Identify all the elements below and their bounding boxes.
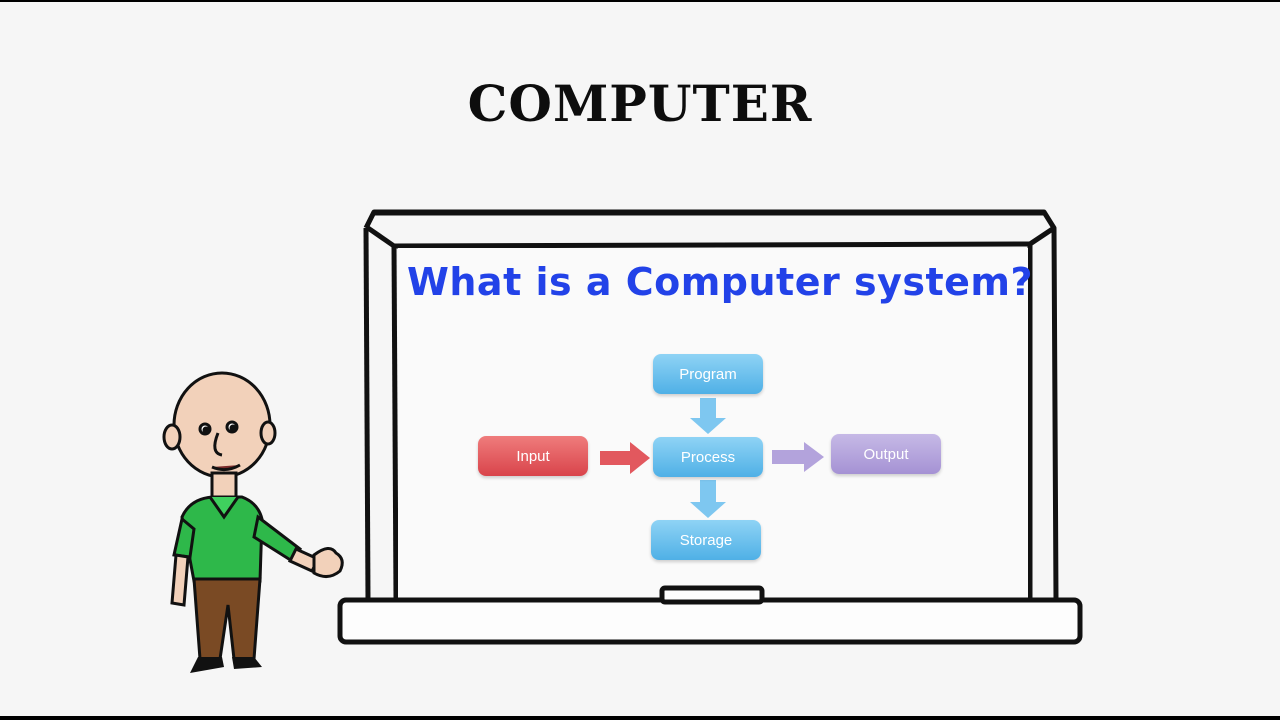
eraser-slot bbox=[659, 585, 765, 605]
diagram-arrows bbox=[600, 398, 824, 518]
storage-node: Storage bbox=[651, 520, 761, 560]
output-node: Output bbox=[831, 434, 941, 474]
board-title: What is a Computer system? bbox=[406, 260, 1034, 304]
presenter-hand bbox=[287, 547, 344, 578]
presenter-pants bbox=[192, 577, 262, 661]
whiteboard-frame bbox=[363, 209, 1059, 601]
page-title: COMPUTER bbox=[467, 74, 813, 133]
arrow-process-output bbox=[772, 442, 824, 472]
arrow-input-process bbox=[600, 442, 650, 474]
program-node: Program bbox=[653, 354, 763, 394]
arrow-program-process bbox=[690, 398, 726, 434]
whiteboard-ledge bbox=[337, 585, 1083, 645]
presenter-illustration bbox=[162, 371, 344, 673]
input-node: Input bbox=[478, 436, 588, 476]
presenter-shirt bbox=[172, 495, 303, 583]
arrow-process-storage bbox=[690, 480, 726, 518]
process-node: Process bbox=[653, 437, 763, 477]
presenter-head bbox=[162, 371, 277, 479]
presenter-shoes bbox=[190, 657, 262, 673]
